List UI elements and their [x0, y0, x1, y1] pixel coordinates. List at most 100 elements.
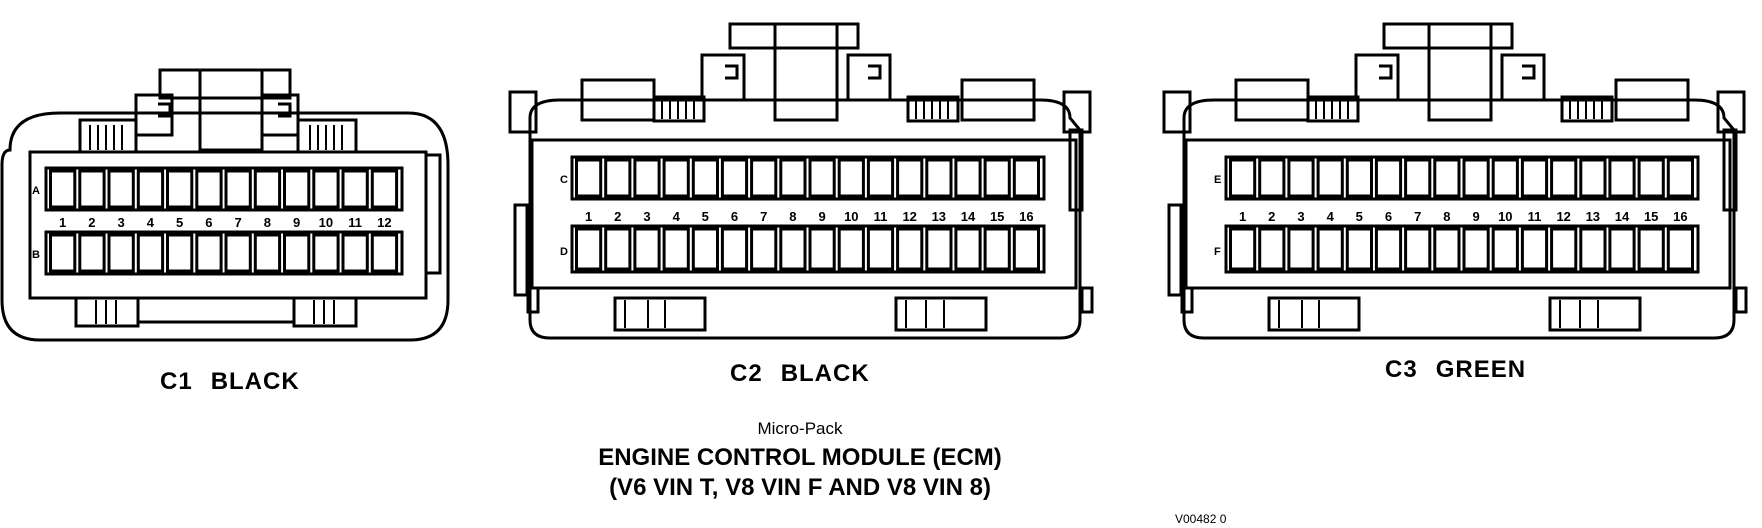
c1-row-label-a: A — [32, 185, 40, 197]
c1-cavity-a7 — [224, 169, 252, 209]
c2-cavity-d2 — [604, 227, 632, 271]
c2-cavity-d14 — [954, 227, 982, 271]
c2-pin-number: 10 — [844, 209, 858, 224]
c3-color: GREEN — [1436, 356, 1526, 383]
c3-name: C3 — [1385, 356, 1418, 383]
c2-pin-number: 12 — [902, 209, 916, 224]
c2-cavity-d3 — [633, 227, 661, 271]
connector-c1-cavities — [49, 169, 399, 273]
c2-pin-number: 6 — [731, 209, 738, 224]
c2-pin-number: 8 — [789, 209, 796, 224]
c3-cavity-e10 — [1491, 158, 1519, 198]
c3-cavity-f10 — [1491, 227, 1519, 271]
c2-cavity-c10 — [837, 158, 865, 198]
c3-cavity-e4 — [1316, 158, 1344, 198]
caption-title-line2: (V6 VIN T, V8 VIN F AND V8 VIN 8) — [609, 474, 991, 501]
c1-color: BLACK — [211, 368, 300, 395]
c2-cavity-c3 — [633, 158, 661, 198]
c2-row-label-d: D — [560, 246, 568, 258]
c3-cavity-f16 — [1666, 227, 1695, 271]
c1-pin-number: 12 — [377, 215, 391, 230]
c3-cavity-e16 — [1666, 158, 1695, 198]
c1-pin-number: 7 — [234, 215, 241, 230]
c1-cavity-a5 — [166, 169, 194, 209]
connector-c3 — [1162, 22, 1748, 340]
c3-cavity-f12 — [1550, 227, 1578, 271]
c2-cavity-d5 — [691, 227, 719, 271]
c1-cavity-b2 — [78, 233, 106, 273]
c1-cavity-a8 — [253, 169, 282, 209]
c1-cavity-b3 — [107, 233, 135, 273]
c3-pin-number: 5 — [1356, 209, 1363, 224]
c2-cavity-c11 — [866, 158, 895, 198]
c2-cavity-d12 — [896, 227, 924, 271]
c3-cavity-e5 — [1345, 158, 1374, 198]
c3-cavity-f14 — [1608, 227, 1636, 271]
c3-pin-number: 2 — [1268, 209, 1275, 224]
c1-cavity-a2 — [78, 169, 106, 209]
c3-cavity-e9 — [1462, 158, 1490, 198]
c1-cavity-a12 — [370, 169, 399, 209]
c3-pin-number: 6 — [1385, 209, 1392, 224]
c2-cavity-d15 — [983, 227, 1011, 271]
c3-pin-number: 4 — [1327, 209, 1335, 224]
c2-pin-number: 13 — [932, 209, 946, 224]
c3-pin-number: 13 — [1586, 209, 1600, 224]
c1-cavity-a11 — [341, 169, 369, 209]
c2-pin-number: 15 — [990, 209, 1004, 224]
c1-cavity-b8 — [253, 233, 282, 273]
c3-row-label-f: F — [1214, 246, 1221, 258]
c2-cavity-c9 — [808, 158, 836, 198]
c3-cavity-f13 — [1579, 227, 1607, 271]
c1-pin-number: 9 — [293, 215, 300, 230]
c2-cavity-c2 — [604, 158, 632, 198]
c3-cavity-e2 — [1258, 158, 1286, 198]
c2-cavity-d6 — [720, 227, 749, 271]
c1-cavity-b12 — [370, 233, 399, 273]
c1-cavity-a9 — [283, 169, 311, 209]
c2-pin-number: 3 — [643, 209, 650, 224]
c3-cavity-f5 — [1345, 227, 1374, 271]
c2-cavity-d11 — [866, 227, 895, 271]
connector-c2-cavities — [575, 158, 1040, 271]
c1-cavity-a3 — [107, 169, 135, 209]
c1-cavity-b9 — [283, 233, 311, 273]
c2-pin-number: 1 — [585, 209, 592, 224]
c2-pin-number: 14 — [961, 209, 976, 224]
c3-cavity-e13 — [1579, 158, 1607, 198]
c2-cavity-d7 — [750, 227, 778, 271]
c2-cavity-c7 — [750, 158, 778, 198]
c2-pin-number: 2 — [614, 209, 621, 224]
c2-row-label-c: C — [560, 174, 568, 186]
c3-cavity-e7 — [1404, 158, 1432, 198]
c2-cavity-c4 — [662, 158, 690, 198]
c3-cavity-f8 — [1433, 227, 1461, 271]
c2-cavity-c12 — [896, 158, 924, 198]
c1-label: C1 BLACK — [160, 368, 300, 395]
c2-cavity-c13 — [925, 158, 953, 198]
c3-cavity-f7 — [1404, 227, 1432, 271]
c3-cavity-f15 — [1637, 227, 1665, 271]
c2-pin-number: 7 — [760, 209, 767, 224]
c1-pin-number: 8 — [264, 215, 271, 230]
c2-cavity-c5 — [691, 158, 719, 198]
c2-pin-number: 9 — [818, 209, 825, 224]
c3-cavity-e14 — [1608, 158, 1636, 198]
c3-cavity-e15 — [1637, 158, 1665, 198]
figure-code: V00482 0 — [1175, 512, 1227, 526]
c1-cavity-b11 — [341, 233, 369, 273]
c1-cavity-b6 — [195, 233, 223, 273]
c3-cavity-e11 — [1520, 158, 1549, 198]
c3-row-label-e: E — [1214, 174, 1221, 186]
c3-cavity-e6 — [1374, 158, 1403, 198]
c2-name: C2 — [730, 360, 763, 387]
c1-pin-number: 10 — [319, 215, 333, 230]
connector-c2 — [508, 22, 1094, 340]
c3-pin-number: 11 — [1528, 209, 1542, 224]
c1-name: C1 — [160, 368, 193, 395]
c1-cavity-a10 — [312, 169, 340, 209]
c3-cavity-e12 — [1550, 158, 1578, 198]
